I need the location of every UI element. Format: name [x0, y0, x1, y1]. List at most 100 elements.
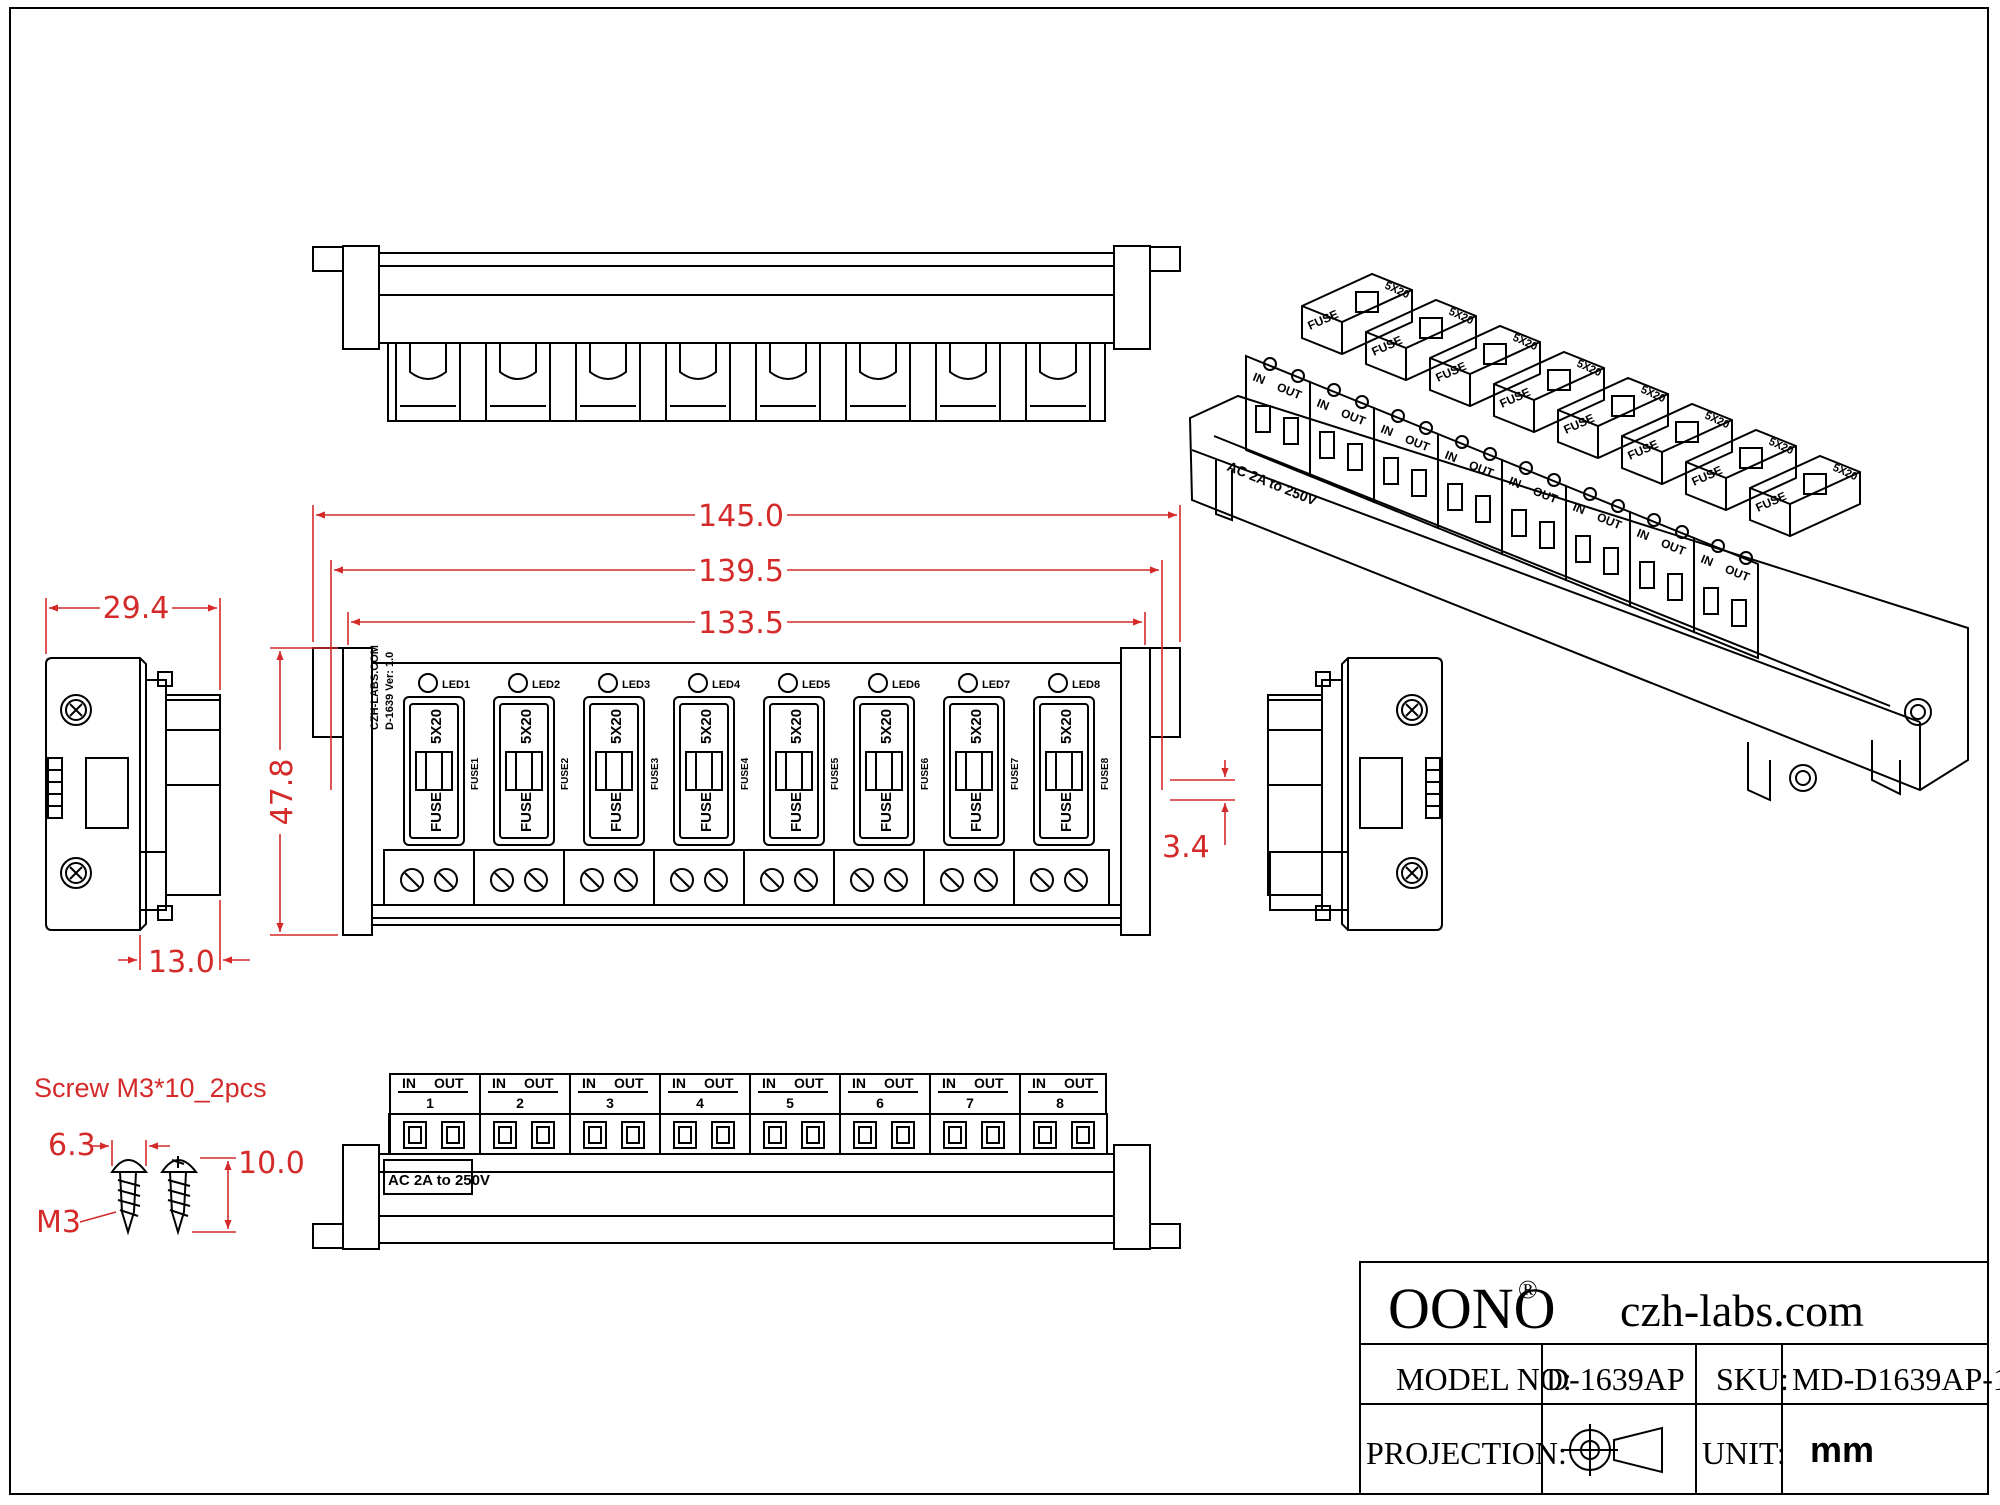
iso-in-label: IN — [1251, 370, 1267, 387]
iso-screw-icon — [1291, 369, 1305, 383]
screw-title: Screw M3*10_2pcs — [34, 1073, 267, 1103]
iso-terminal-cage — [1639, 561, 1655, 589]
fuse-holder — [583, 696, 645, 846]
terminal-cage — [853, 1121, 877, 1149]
iso-screw-icon — [1611, 499, 1625, 513]
led-indicator — [598, 673, 618, 693]
led-label: LED7 — [982, 679, 1010, 691]
fuse-holder — [493, 696, 555, 846]
terminal-screw-icon — [940, 868, 964, 892]
terminal-cage-opening — [1076, 1126, 1090, 1144]
terminal-in-label: IN — [582, 1075, 596, 1091]
iso-terminal-cage — [1255, 405, 1271, 433]
top-fuse-holder — [1025, 342, 1091, 422]
terminal-screw-slot — [674, 872, 690, 888]
fuse-designator: FUSE3 — [650, 757, 661, 790]
iso-out-label: OUT — [1659, 536, 1688, 559]
iso-fuse-size: 5X20 — [1511, 332, 1539, 353]
fuse-holder — [1033, 696, 1095, 846]
terminal-screw-icon — [434, 868, 458, 892]
terminal-in-label: IN — [762, 1075, 776, 1091]
iso-screw-icon — [1547, 473, 1561, 487]
terminal-out-label: OUT — [884, 1075, 914, 1091]
terminal-rating: AC 2A to 250V — [388, 1172, 490, 1189]
dim-depth-base: 13.0 — [148, 945, 215, 980]
iso-screw-icon — [1355, 395, 1369, 409]
iso-fuse-word: FUSE — [1754, 489, 1789, 515]
iso-fuse-window — [1355, 291, 1379, 313]
fuse-designator: FUSE4 — [740, 757, 751, 790]
dim-depth: 29.4 — [103, 591, 170, 626]
fuse-holder — [763, 696, 825, 846]
unit-value: mm — [1810, 1429, 1874, 1470]
fuse-holder-inner — [949, 703, 999, 839]
top-fuse-holder — [395, 342, 461, 422]
terminal-screw-slot — [888, 872, 904, 888]
fuse-window — [685, 751, 723, 791]
iso-fuse-holder — [1749, 454, 1861, 538]
led-indicator — [418, 673, 438, 693]
terminal-cage — [943, 1121, 967, 1149]
fuse-word-label: FUSE — [518, 792, 535, 832]
iso-screw-icon — [1419, 421, 1433, 435]
iso-fuse-window — [1483, 343, 1507, 365]
iso-fuse-word: FUSE — [1306, 307, 1341, 333]
terminal-cage — [583, 1121, 607, 1149]
terminal-cage-opening — [1038, 1126, 1052, 1144]
terminal-screw-icon — [704, 868, 728, 892]
iso-screw-icon — [1675, 525, 1689, 539]
terminal-screw-slot — [1034, 872, 1050, 888]
terminal-screw-slot — [404, 872, 420, 888]
terminal-screw-icon — [400, 868, 424, 892]
iso-out-label: OUT — [1595, 510, 1624, 533]
terminal-screw-slot — [854, 872, 870, 888]
iso-screw-icon — [1739, 551, 1753, 565]
fuse-word-label: FUSE — [428, 792, 445, 832]
fuse-holder — [943, 696, 1005, 846]
screw-length-dim: 10.0 — [238, 1146, 305, 1181]
iso-terminal-cage — [1511, 509, 1527, 537]
terminal-screw-icon — [850, 868, 874, 892]
dim-height: 47.8 — [265, 759, 300, 826]
title-block-text: OONO ® czh-labs.com MODEL NO: D-1639AP S… — [1366, 1275, 2000, 1471]
terminal-cage — [531, 1121, 555, 1149]
left-view-screws — [60, 694, 92, 889]
terminal-screw-slot — [528, 872, 544, 888]
terminal-screw-icon — [884, 868, 908, 892]
fuse-designator: FUSE7 — [1010, 757, 1021, 790]
terminal-screw-slot — [494, 872, 510, 888]
terminal-cage — [981, 1121, 1005, 1149]
terminal-cage — [711, 1121, 735, 1149]
iso-screw-icon — [1327, 383, 1341, 397]
terminal-cage-opening — [678, 1126, 692, 1144]
board-silkscreen: CZH-LABS.COM D-1639 Ver: 1.0 — [369, 645, 396, 730]
iso-in-label: IN — [1571, 500, 1587, 517]
fuse-designator: FUSE8 — [1100, 757, 1111, 790]
fuse-holder — [673, 696, 735, 846]
fuse-window — [595, 751, 633, 791]
iso-terminal-cage — [1319, 431, 1335, 459]
iso-in-label: IN — [1507, 474, 1523, 491]
iso-out-label: OUT — [1723, 562, 1752, 585]
dim-width-mount: 139.5 — [698, 554, 784, 589]
fuse-size-label: 5X20 — [518, 709, 535, 744]
brand-registered-mark: ® — [1518, 1275, 1538, 1304]
model-value: D-1639AP — [1546, 1361, 1685, 1397]
iso-fuse-holder — [1301, 272, 1413, 356]
terminal-cage-opening — [408, 1126, 422, 1144]
top-fuse-clip — [1039, 343, 1077, 380]
sku-label: SKU: — [1716, 1361, 1789, 1397]
terminal-out-label: OUT — [974, 1075, 1004, 1091]
iso-screw-icon — [1711, 539, 1725, 553]
iso-out-label: OUT — [1275, 380, 1304, 403]
website: czh-labs.com — [1620, 1285, 1864, 1336]
iso-fuse-word: FUSE — [1562, 411, 1597, 437]
fuse-size-label: 5X20 — [1058, 709, 1075, 744]
terminal-cage — [891, 1121, 915, 1149]
fuse-word-label: FUSE — [878, 792, 895, 832]
terminal-screw-slot — [798, 872, 814, 888]
terminal-cage-opening — [626, 1126, 640, 1144]
led-indicator — [688, 673, 708, 693]
